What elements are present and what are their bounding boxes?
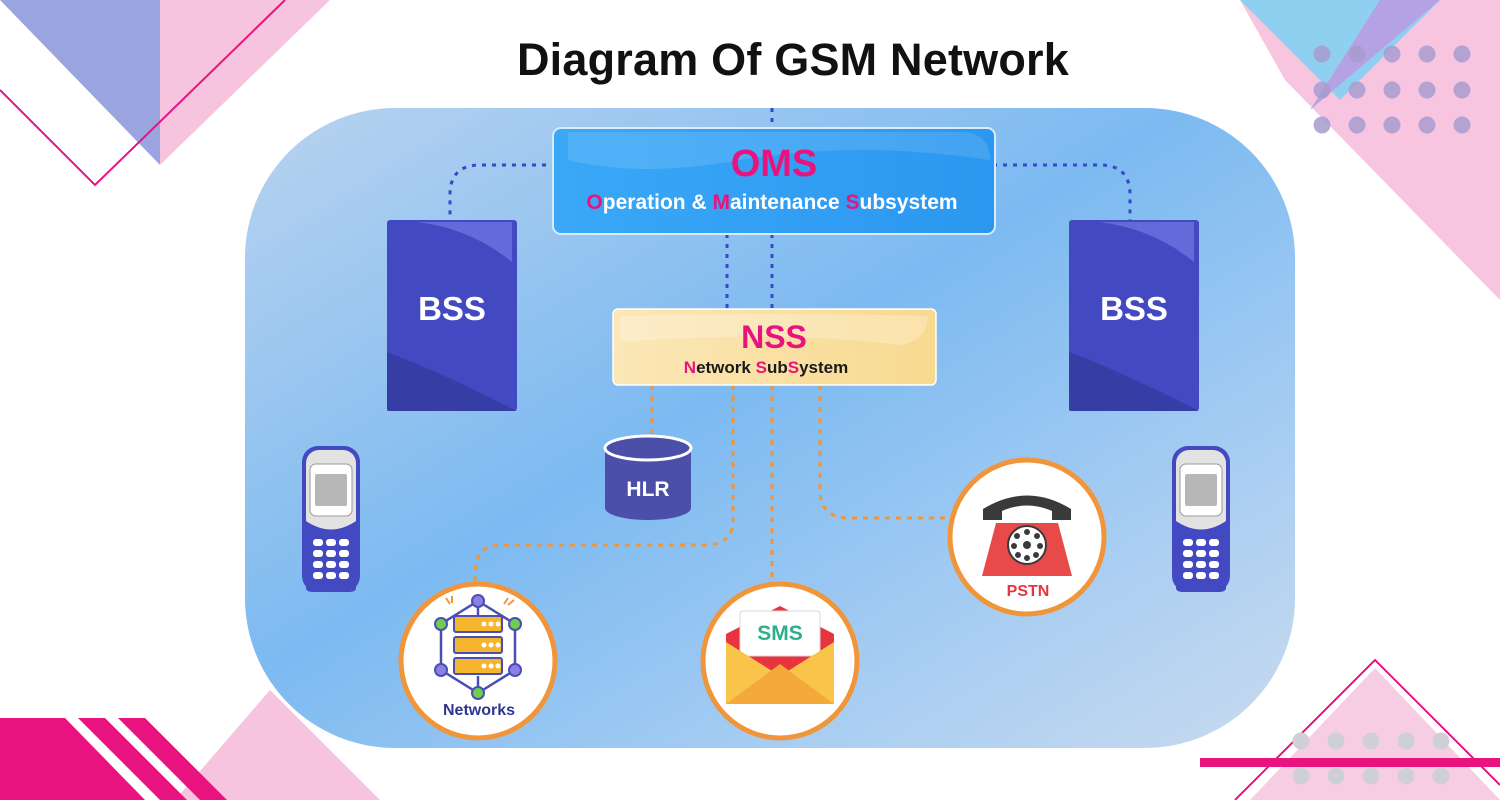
oms-word-initial: O [586, 191, 602, 214]
networks-label: Networks [443, 702, 515, 719]
rotary-telephone-icon [982, 495, 1072, 576]
nss-word-rest: ystem [799, 358, 848, 377]
envelope-icon [726, 606, 834, 704]
oms-word-rest: aintenance [730, 191, 840, 214]
sms-node: SMS [700, 581, 860, 741]
networks-node: Networks [398, 581, 558, 741]
dot-grid-top-right [1313, 45, 1471, 134]
bss-left-label: BSS [418, 290, 486, 327]
nss-connectors [473, 385, 952, 600]
nss-word-initial: N [684, 358, 696, 377]
oms-box: OMS Operation & Maintenance Subsystem [552, 127, 996, 235]
oms-connectors [448, 108, 1132, 310]
nss-box: NSS Network SubSystem [612, 308, 937, 386]
pstn-node: PSTN [947, 457, 1107, 617]
oms-word-rest: ubsystem [860, 191, 958, 214]
nss-word-initial: S [788, 358, 799, 377]
page-title: Diagram Of GSM Network [516, 34, 1069, 85]
hlr-label: HLR [626, 478, 669, 501]
oms-word-initial: S [846, 191, 860, 214]
server-network-icon [434, 594, 522, 700]
bss-right-box: BSS [1069, 220, 1199, 411]
corner-decoration-bottom-left [0, 690, 380, 800]
nss-word-rest: ub [767, 358, 788, 377]
nss-word-initial: S [756, 358, 767, 377]
oms-word-initial: M [712, 191, 730, 214]
mobile-phone-icon [1172, 446, 1230, 592]
corner-decoration-top-right [1240, 0, 1500, 300]
dot-grid-bottom-right [1292, 732, 1450, 785]
oms-word-separator: & [686, 191, 713, 214]
nss-abbr: NSS [741, 319, 807, 355]
hlr-database-icon: HLR [603, 434, 693, 520]
oms-fullname: Operation & Maintenance Subsystem [586, 191, 957, 214]
pstn-label: PSTN [1007, 583, 1050, 600]
corner-decoration-top-left [0, 0, 330, 187]
bss-left-box: BSS [387, 220, 517, 411]
oms-word-rest: peration [603, 191, 686, 214]
sms-label: SMS [757, 622, 803, 645]
mobile-phone-icon [302, 446, 360, 592]
nss-word-rest: etwork [696, 358, 751, 377]
nss-fullname: Network SubSystem [684, 358, 848, 377]
bss-right-label: BSS [1100, 290, 1168, 327]
oms-abbr: OMS [731, 143, 818, 185]
